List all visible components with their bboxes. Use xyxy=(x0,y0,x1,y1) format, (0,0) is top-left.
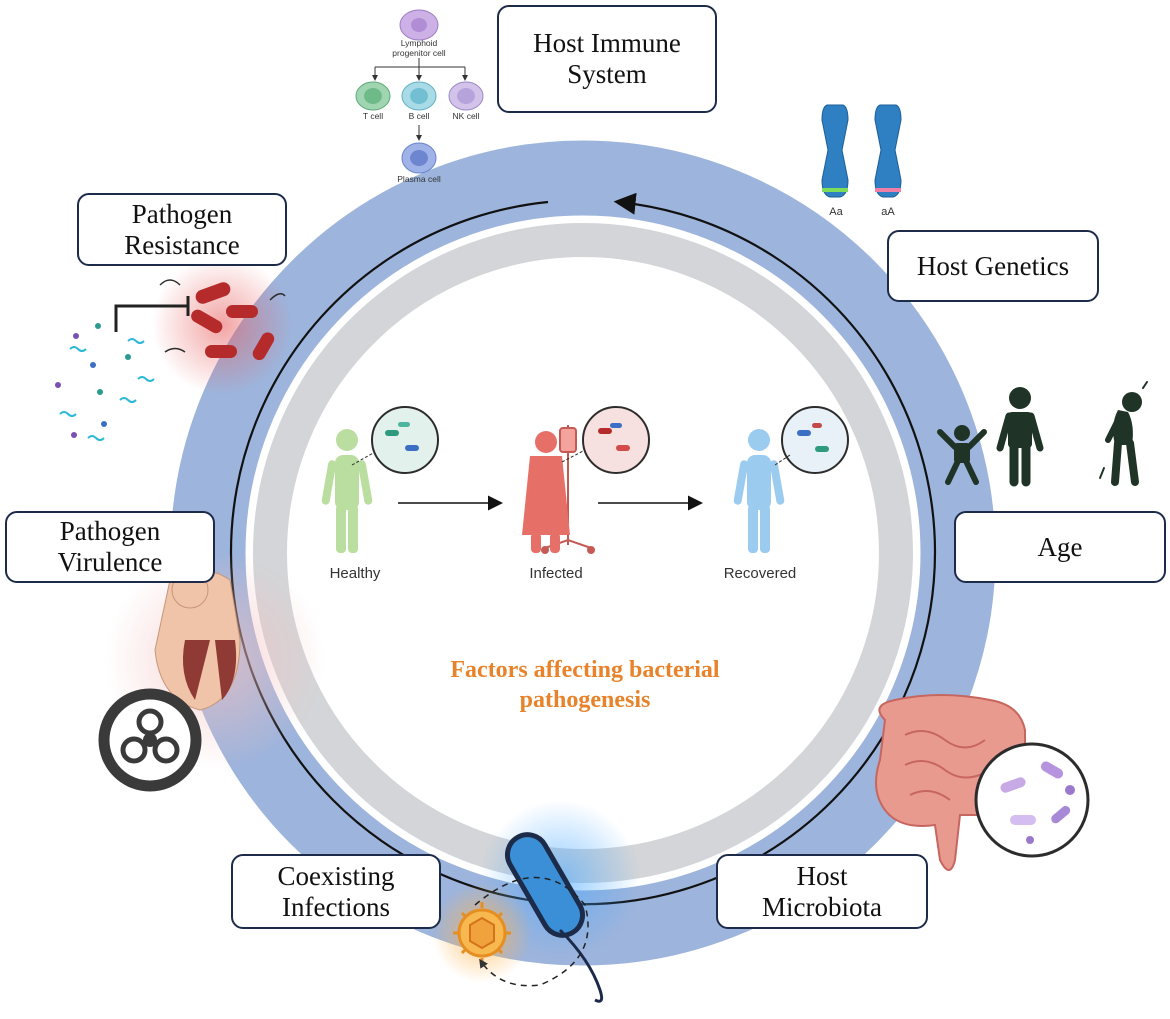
lymphoid-label-line1: Lymphoid xyxy=(401,38,438,48)
factor-host-immune-system: Host Immune System xyxy=(497,5,717,113)
diagram-title: Factors affecting bacterial pathogenesis xyxy=(385,655,785,715)
nk-cell-label: NK cell xyxy=(453,111,480,121)
adult-icon xyxy=(996,387,1044,487)
recovered-magnifier xyxy=(774,406,849,474)
antibiotic-molecules xyxy=(55,323,155,441)
factor-host-genetics: Host Genetics xyxy=(887,230,1099,302)
diagram-title-line: Factors affecting bacterial xyxy=(450,657,720,683)
antibiotic-inhibition-icon xyxy=(114,296,190,332)
healthy-magnifier xyxy=(351,406,439,474)
plasma-cell-label: Plasma cell xyxy=(397,174,441,184)
factor-label-line: Resistance xyxy=(124,229,240,260)
factor-host-microbiota: Host Microbiota xyxy=(716,854,928,929)
healthy-person-icon xyxy=(321,429,373,553)
recovered-person-icon xyxy=(733,429,785,553)
factor-label-line: Pathogen xyxy=(131,198,233,229)
allele-label-2: aA xyxy=(881,206,895,218)
child-icon xyxy=(937,425,987,485)
stage-label-recovered: Recovered xyxy=(723,565,797,582)
elderly-icon xyxy=(1099,381,1148,486)
factor-label-line: Infections xyxy=(282,891,390,922)
resistant-bacteria-icon xyxy=(159,279,286,361)
inner-ring xyxy=(253,223,913,883)
factor-label-line: Host Immune xyxy=(533,28,681,58)
infected-magnifier xyxy=(561,406,650,474)
factor-label-line: Coexisting xyxy=(277,860,395,891)
factor-pathogen-resistance: Pathogen Resistance xyxy=(77,193,287,266)
allele-label-1: Aa xyxy=(829,206,843,218)
diagram-title-line: pathogenesis xyxy=(519,687,651,713)
virus-icon xyxy=(453,902,511,964)
factor-label-line: Virulence xyxy=(57,547,163,577)
lymphoid-label-line2: progenitor cell xyxy=(392,48,446,58)
t-cell-label: T cell xyxy=(363,111,383,121)
lungs-icon xyxy=(154,569,241,711)
factor-label-line: Host xyxy=(796,860,848,891)
bacteria-icon xyxy=(505,832,604,1003)
factor-label-line: Age xyxy=(1037,531,1083,562)
factor-age: Age xyxy=(954,511,1166,583)
infected-person-icon xyxy=(522,431,570,553)
factor-pathogen-virulence: Pathogen Virulence xyxy=(5,511,215,583)
bacteria-magnifier-icon xyxy=(974,742,1090,858)
b-cell-label: B cell xyxy=(409,111,430,121)
lymphoid-cell-icon xyxy=(355,9,484,174)
factor-label-line: Host Genetics xyxy=(916,250,1070,281)
factor-coexisting-infections: Coexisting Infections xyxy=(231,854,441,929)
stage-label-infected: Infected xyxy=(529,565,583,582)
stage-label-healthy: Healthy xyxy=(329,565,381,582)
factor-label-line: Pathogen xyxy=(59,516,161,546)
chromosome-icon xyxy=(821,104,902,198)
biohazard-icon xyxy=(98,688,202,792)
infection-cycle-arrow xyxy=(474,876,589,987)
factor-label-line: System xyxy=(567,59,647,89)
factor-label-line: Microbiota xyxy=(762,891,882,922)
